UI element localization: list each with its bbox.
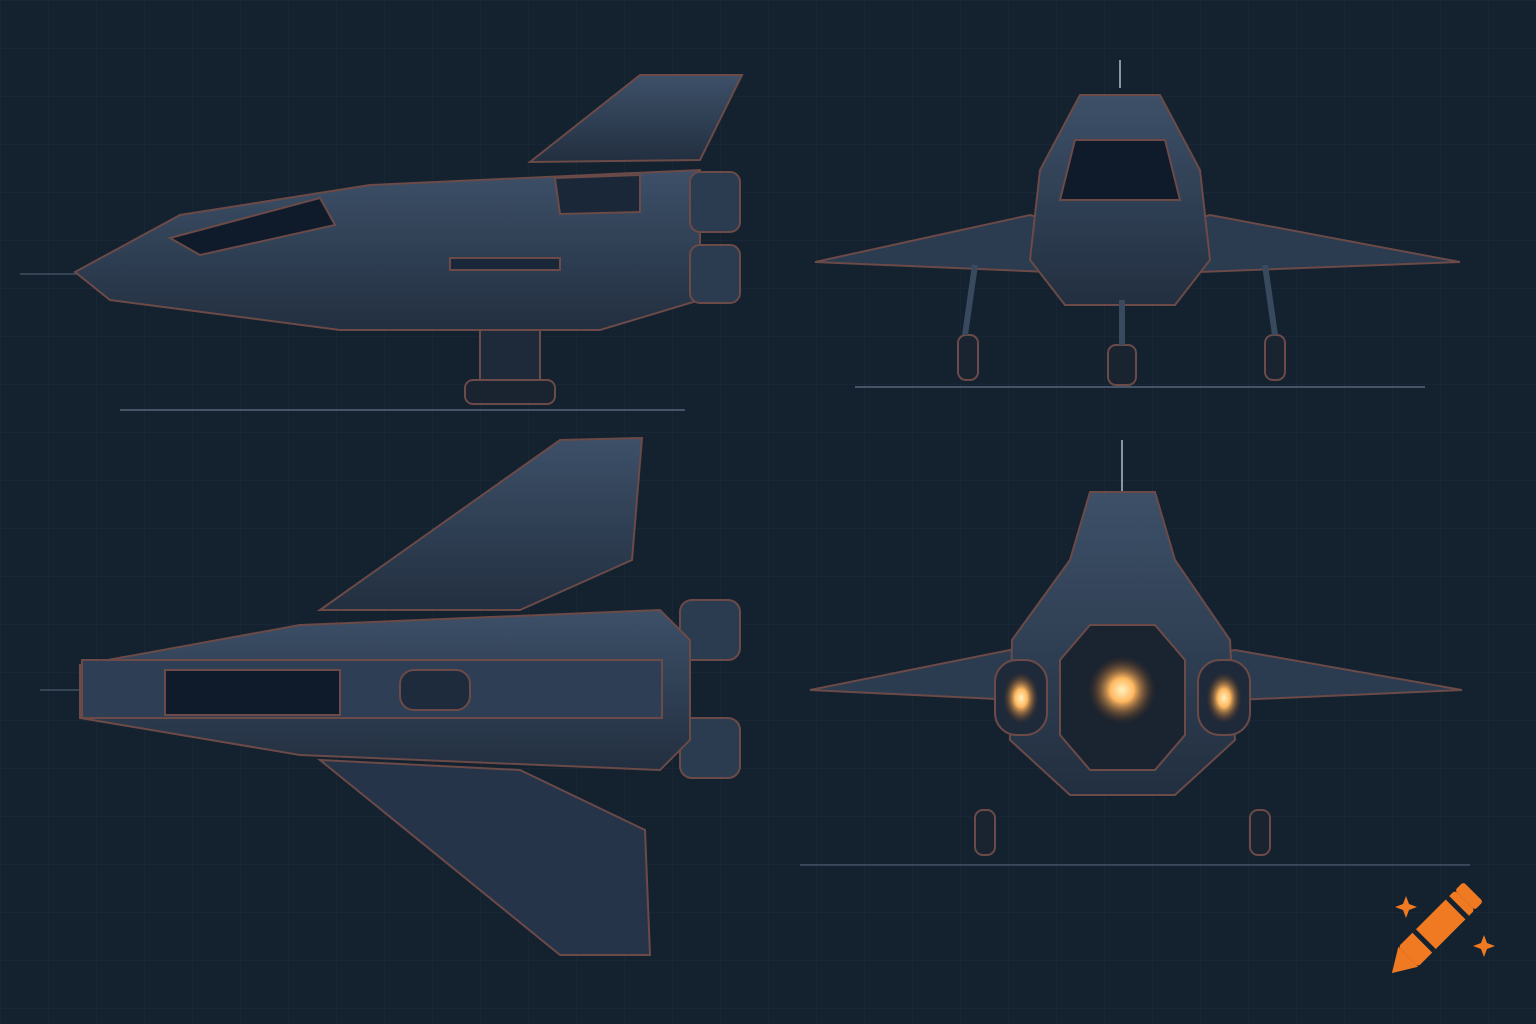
spaceship-rear-view	[800, 440, 1470, 866]
spaceship-side-view	[20, 74, 744, 411]
spaceship-top-view	[40, 436, 741, 956]
sparkle-icon	[1395, 896, 1417, 918]
spaceship-front-view	[814, 60, 1461, 388]
crayon-logo	[1391, 883, 1482, 974]
sparkle-icon	[1473, 935, 1495, 957]
